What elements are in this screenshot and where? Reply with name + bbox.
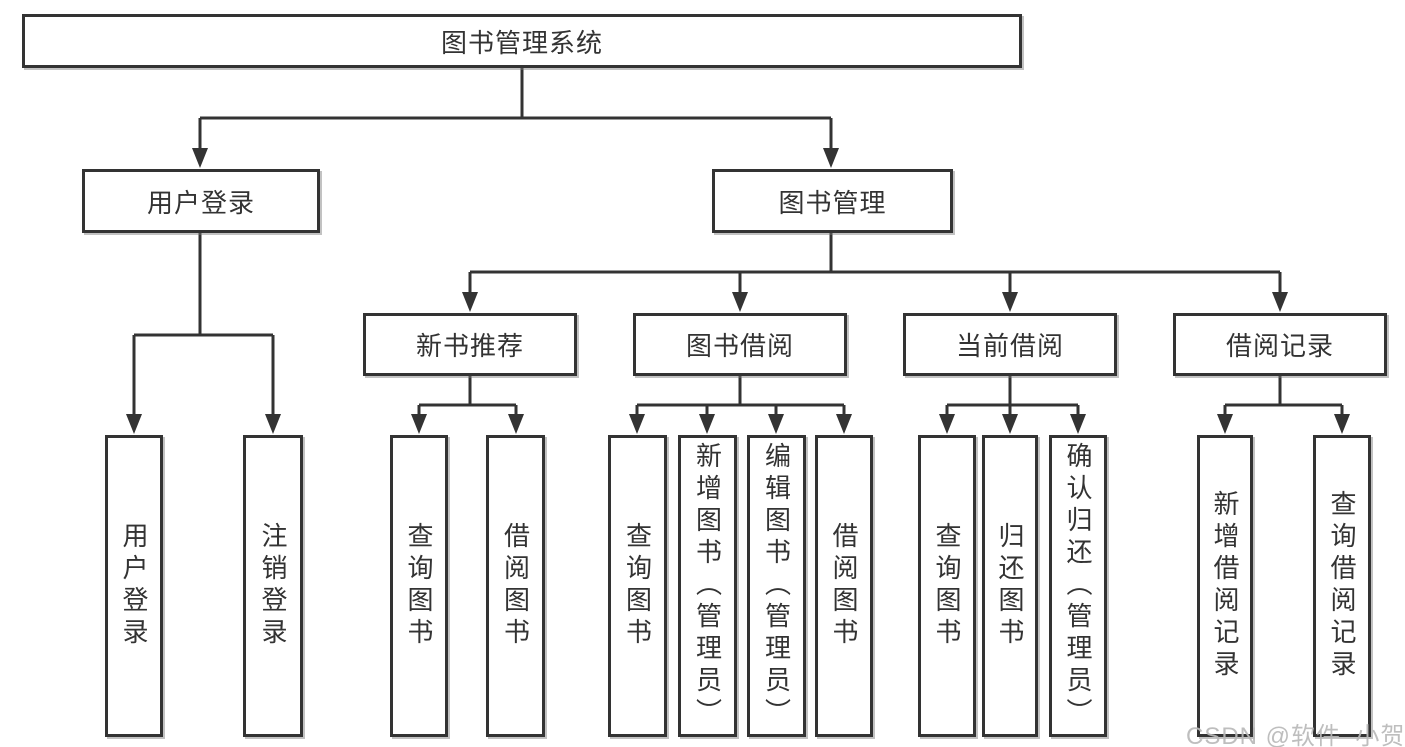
node-root-label: 图书管理系统	[440, 27, 603, 58]
leaf-edit-books-admin-label: 编辑图书（管理员）	[761, 442, 792, 730]
node-book-management-label: 图书管理	[778, 187, 887, 218]
leaf-query-books-3: 查询图书	[918, 435, 976, 737]
arrowheads	[126, 148, 1350, 434]
leaf-query-books-2: 查询图书	[608, 435, 667, 737]
leaf-return-books-label: 归还图书	[995, 522, 1025, 650]
node-root-book-management-system: 图书管理系统	[22, 14, 1022, 68]
leaf-query-books-1: 查询图书	[390, 435, 448, 737]
leaf-borrow-books-2: 借阅图书	[815, 435, 873, 737]
leaf-borrow-books-2-label: 借阅图书	[829, 522, 859, 650]
leaf-confirm-return-admin-label: 确认归还（管理员）	[1063, 442, 1093, 730]
node-book-borrow-label: 图书借阅	[685, 331, 794, 361]
leaf-add-books-admin: 新增图书（管理员）	[678, 435, 737, 737]
leaf-add-borrow-record: 新增借阅记录	[1197, 435, 1253, 737]
leaf-query-books-2-label: 查询图书	[622, 522, 653, 650]
leaf-query-books-1-label: 查询图书	[404, 522, 434, 650]
leaf-user-login: 用户登录	[105, 435, 163, 737]
leaf-logout: 注销登录	[243, 435, 303, 737]
leaf-edit-books-admin: 编辑图书（管理员）	[747, 435, 806, 737]
node-user-login: 用户登录	[82, 169, 320, 233]
leaf-query-books-3-label: 查询图书	[932, 522, 962, 650]
leaf-borrow-books-1-label: 借阅图书	[500, 522, 531, 650]
node-book-borrow: 图书借阅	[633, 313, 847, 376]
leaf-confirm-return-admin: 确认归还（管理员）	[1049, 435, 1107, 737]
leaf-return-books: 归还图书	[982, 435, 1038, 737]
leaf-query-borrow-record-label: 查询借阅记录	[1327, 490, 1357, 682]
node-new-book-recommend: 新书推荐	[363, 313, 577, 376]
leaf-query-borrow-record: 查询借阅记录	[1313, 435, 1371, 737]
node-book-management: 图书管理	[712, 169, 953, 233]
leaf-user-login-label: 用户登录	[119, 522, 149, 650]
csdn-watermark: CSDN @软件_小贺同学	[1186, 723, 1405, 747]
node-new-book-recommend-label: 新书推荐	[415, 331, 524, 361]
leaf-add-borrow-record-label: 新增借阅记录	[1210, 490, 1240, 682]
leaf-borrow-books-1: 借阅图书	[486, 435, 545, 737]
node-current-borrow-label: 当前借阅	[955, 331, 1064, 361]
leaf-logout-label: 注销登录	[258, 522, 288, 650]
node-current-borrow: 当前借阅	[903, 313, 1117, 376]
node-user-login-label: 用户登录	[146, 187, 255, 218]
node-borrow-records: 借阅记录	[1173, 313, 1387, 376]
node-borrow-records-label: 借阅记录	[1225, 331, 1334, 361]
leaf-add-books-admin-label: 新增图书（管理员）	[692, 442, 723, 730]
